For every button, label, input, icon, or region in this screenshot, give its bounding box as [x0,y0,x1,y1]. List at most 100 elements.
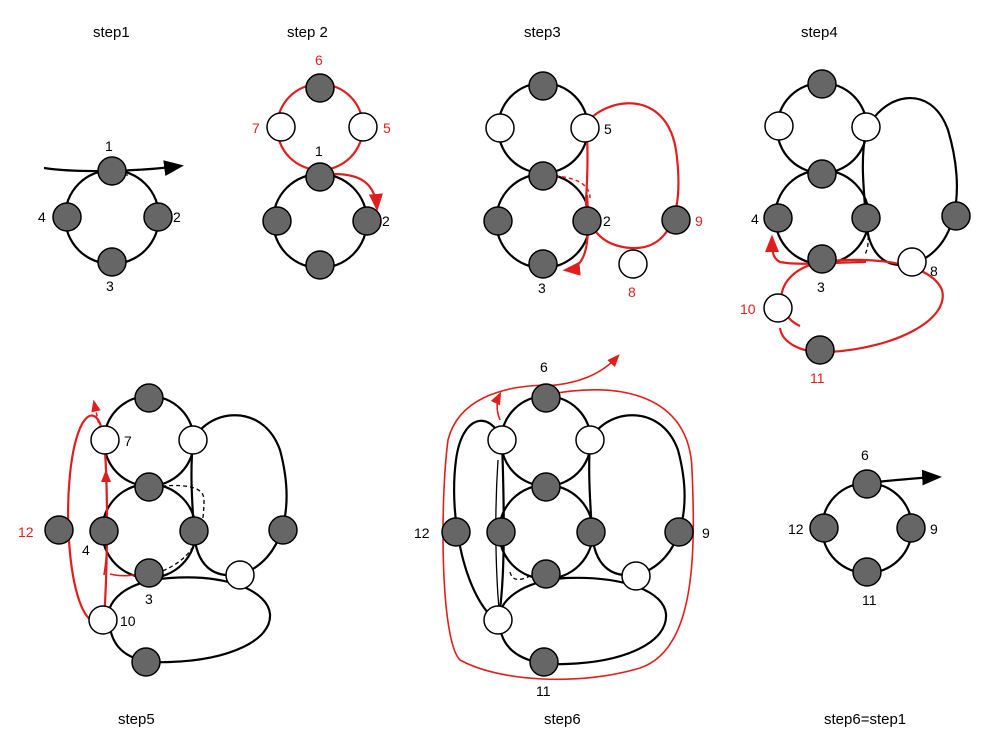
bead-2 [143,202,173,232]
label-6: 6 [315,52,323,68]
label-2: 2 [603,213,611,229]
bead-6 [134,383,164,413]
bead-10 [88,605,118,635]
label-8: 8 [930,263,938,279]
bead-5 [570,113,600,143]
bead-1 [97,156,127,186]
loop-bottom [497,576,668,666]
bead-7 [485,113,515,143]
thread-hidden-red [554,175,591,199]
label-1: 1 [315,143,323,159]
bead-4 [763,203,793,233]
label-6: 6 [540,359,548,375]
bead-1 [305,162,335,192]
label-11: 11 [862,592,877,608]
bead-9 [896,513,926,543]
label-4: 4 [38,209,46,225]
label-12: 12 [788,521,804,537]
bead-1 [528,161,558,191]
bead-12 [44,515,74,545]
bead-7 [90,425,120,455]
bead-11 [852,557,882,587]
label-10: 10 [120,613,136,629]
bead-4 [486,517,516,547]
bead-5 [348,112,378,142]
bead-6 [305,73,335,103]
bead-7 [487,425,517,455]
bead-8 [618,249,648,279]
label-3: 3 [817,279,825,295]
step1-title: step1 [93,24,130,41]
label-12: 12 [414,525,430,541]
label-4: 4 [82,542,90,558]
bead-3 [531,559,561,589]
panel-step6: step6 6 12 9 11 [414,354,710,728]
label-3: 3 [145,591,153,607]
step5-title: step5 [118,711,155,728]
bead-6 [531,383,561,413]
bead-1 [134,472,164,502]
panel-step2: step 2 6 7 5 1 2 [252,24,391,280]
thread-arrow-red [545,354,620,387]
bead-11 [529,647,559,677]
bead-6 [528,71,558,101]
bead-5 [178,425,208,455]
bead-3 [305,250,335,280]
bead-7 [764,111,794,141]
bead-10 [483,605,513,635]
thread-hidden [159,484,205,573]
thread-arrow-red-up [91,399,101,431]
bead-11 [131,647,161,677]
loop-red-outer [442,384,695,681]
bead-9 [268,515,298,545]
bead-10 [763,293,793,323]
bead-3 [528,249,558,279]
label-11: 11 [536,683,551,699]
thread-arrow-red [333,172,383,212]
label-3: 3 [538,280,546,296]
label-1: 1 [105,138,113,154]
label-8: 8 [628,284,636,300]
step4-title: step4 [801,24,838,41]
bead-12 [809,513,839,543]
label-5: 5 [604,121,612,137]
bead-1 [531,472,561,502]
loop-red [583,102,680,250]
label-6: 6 [861,447,869,463]
bead-8 [621,561,651,591]
step2-title: step 2 [287,24,328,41]
thread-hidden [863,221,869,257]
bead-8 [225,560,255,590]
label-10: 10 [740,301,756,317]
bead-4 [52,202,82,232]
bead-9 [661,205,691,235]
bead-4 [89,516,119,546]
thread-arrow-red-left [490,391,502,421]
bead-7 [266,112,296,142]
bead-6 [852,469,882,499]
panel-step3: step3 5 2 3 9 8 [483,24,703,300]
panel-step1: step1 1 2 3 4 [38,24,184,294]
step6-title: step6 [544,711,581,728]
thread-hidden [509,571,531,581]
bead-9 [664,517,694,547]
bead-9 [941,201,971,231]
label-12: 12 [18,524,34,540]
label-9: 9 [702,525,710,541]
step3-title: step3 [524,24,561,41]
bead-5 [575,425,605,455]
bead-11 [805,335,835,365]
label-2: 2 [173,209,181,225]
label-5: 5 [383,120,391,136]
thread-arrow-red [764,234,867,265]
label-11: 11 [810,370,825,386]
bead-4 [262,206,292,236]
bead-4 [483,206,513,236]
bead-6 [807,69,837,99]
bead-2 [352,206,382,236]
panel-step4: step4 4 3 8 10 11 [740,24,971,386]
bead-1 [807,159,837,189]
panel-step5: step5 7 4 3 10 12 [18,383,298,728]
label-7: 7 [124,433,132,449]
